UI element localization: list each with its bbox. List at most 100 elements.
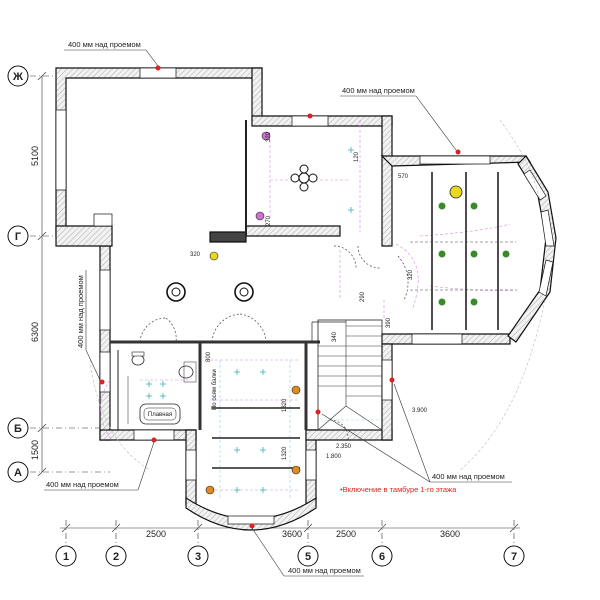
window-bottom-bay <box>227 515 275 525</box>
axis-label-3: 3 <box>195 551 201 563</box>
beams-bottom-room: По осям балки <box>212 369 300 469</box>
inner-dimensions: 320 270 120 570 320 800 1320 1320 3.900 … <box>190 131 428 460</box>
dim-1320a: 1320 <box>282 398 288 412</box>
axis-label-1: 1 <box>63 551 69 563</box>
bathroom: Плавная <box>127 351 197 425</box>
axis-bubble-3: 3 <box>187 545 209 567</box>
bottom-dimensions: 2500 3600 2500 3600 <box>60 523 520 539</box>
beams-right-room <box>410 172 516 330</box>
axis-bubble-7: 7 <box>503 545 525 567</box>
note-bottom-left: 400 мм над проемом <box>44 441 155 491</box>
dim-bottom-3600b: 3600 <box>440 529 460 539</box>
wiring <box>89 119 546 500</box>
windows <box>55 67 555 525</box>
orange-light-2 <box>291 465 301 475</box>
window-bay-3 <box>538 259 554 297</box>
axis-bubble-1: 1 <box>55 545 77 567</box>
note-bottom-right: 400 мм над проемом <box>321 383 512 483</box>
window-top-right <box>419 155 491 165</box>
dim-390: 390 <box>386 317 392 328</box>
dim-290: 290 <box>360 291 366 302</box>
note-switch-text: •Включение в тамбуре 1-го этажа <box>340 485 457 494</box>
orange-light-1 <box>291 385 301 395</box>
dim-320b: 320 <box>190 252 201 258</box>
staircase <box>317 319 383 431</box>
note-top-left: 400 мм над проемом <box>64 40 159 67</box>
orange-light-3 <box>205 485 215 495</box>
axis-label-a: А <box>14 467 22 479</box>
axis-bubble-a: А <box>7 461 29 483</box>
axis-bubble-5: 5 <box>297 545 319 567</box>
dim-bottom-3600a: 3600 <box>282 529 302 539</box>
note-switch: •Включение в тамбуре 1-го этажа <box>340 485 457 494</box>
dim-2350: 2.350 <box>336 444 352 450</box>
note-top-right: 400 мм над проемом <box>340 86 457 151</box>
dim-570: 570 <box>398 174 409 180</box>
dim-320a: 320 <box>266 131 272 142</box>
axis-label-b: Б <box>14 423 22 435</box>
dim-320c: 320 <box>408 269 414 280</box>
note-bottom-left-text: 400 мм над проемом <box>46 480 119 489</box>
dim-800: 800 <box>206 351 212 362</box>
dim-120: 120 <box>354 151 360 162</box>
axis-label-6: 6 <box>379 551 385 563</box>
door-swings <box>139 245 409 441</box>
window-bay-2 <box>540 209 555 247</box>
along-beams-label: По осям балки <box>212 369 218 410</box>
dim-1800: 1.800 <box>326 454 342 460</box>
dim-3900: 3.900 <box>412 408 428 414</box>
dim-270: 270 <box>266 215 272 226</box>
sink <box>178 365 194 379</box>
window-right-bottom <box>411 333 463 345</box>
pendant-light-1 <box>166 282 186 302</box>
axis-label-2: 2 <box>113 551 119 563</box>
interior-walls <box>110 120 346 430</box>
light-fixtures <box>99 65 510 529</box>
note-bottom-right-text: 400 мм над проемом <box>432 472 505 481</box>
dim-left-6300: 6300 <box>30 322 40 342</box>
bathtub <box>139 403 181 425</box>
note-bottom-center-text: 400 мм над проемом <box>288 566 361 575</box>
note-left-vertical-text: 400 мм над проемом <box>76 275 85 348</box>
note-top-left-text: 400 мм над проемом <box>68 40 141 49</box>
opening-markers <box>99 65 461 529</box>
axis-bubble-2: 2 <box>105 545 127 567</box>
note-top-right-text: 400 мм над проемом <box>342 86 415 95</box>
axis-label-zh: Ж <box>12 71 23 83</box>
axis-bubble-6: 6 <box>371 545 393 567</box>
window-bottom-right <box>305 449 317 481</box>
dim-1320b: 1320 <box>282 446 288 460</box>
axis-grid <box>30 75 515 545</box>
sconce-1 <box>261 131 271 141</box>
left-dimensions: 5100 6300 1500 <box>30 71 47 477</box>
sconce-2 <box>255 211 265 221</box>
note-left-vertical: 400 мм над проемом <box>76 270 101 381</box>
axis-label-g: Г <box>15 231 22 243</box>
axis-label-5: 5 <box>305 551 311 563</box>
dim-left-5100: 5100 <box>30 146 40 166</box>
axis-label-7: 7 <box>511 551 517 563</box>
window-left-middle <box>99 269 111 331</box>
chandelier <box>290 164 318 192</box>
annotations: 400 мм над проемом 400 мм над проемом 40… <box>44 40 512 577</box>
window-left-upper <box>55 109 67 191</box>
dim-left-1500: 1500 <box>30 440 40 460</box>
axis-bubble-zh: Ж <box>7 65 29 87</box>
window-small <box>93 213 113 227</box>
dim-bottom-2500b: 2500 <box>336 529 356 539</box>
window-bottom-left <box>185 449 197 481</box>
bath-label: Плавная <box>148 412 172 418</box>
pendant-light-2 <box>234 282 254 302</box>
wall-light-yellow <box>209 251 219 261</box>
axis-bubble-b: Б <box>7 417 29 439</box>
note-bottom-center: 400 мм над проемом <box>251 527 364 577</box>
window-left-lower <box>99 351 111 393</box>
yellow-main-light <box>449 185 463 199</box>
dim-340: 340 <box>332 331 338 342</box>
green-spotlights <box>438 202 510 306</box>
axis-bubbles: Ж Г Б А 1 2 3 5 <box>7 65 525 567</box>
dim-bottom-2500a: 2500 <box>146 529 166 539</box>
axis-bubble-g: Г <box>7 225 29 247</box>
spot-crosses <box>146 147 354 493</box>
